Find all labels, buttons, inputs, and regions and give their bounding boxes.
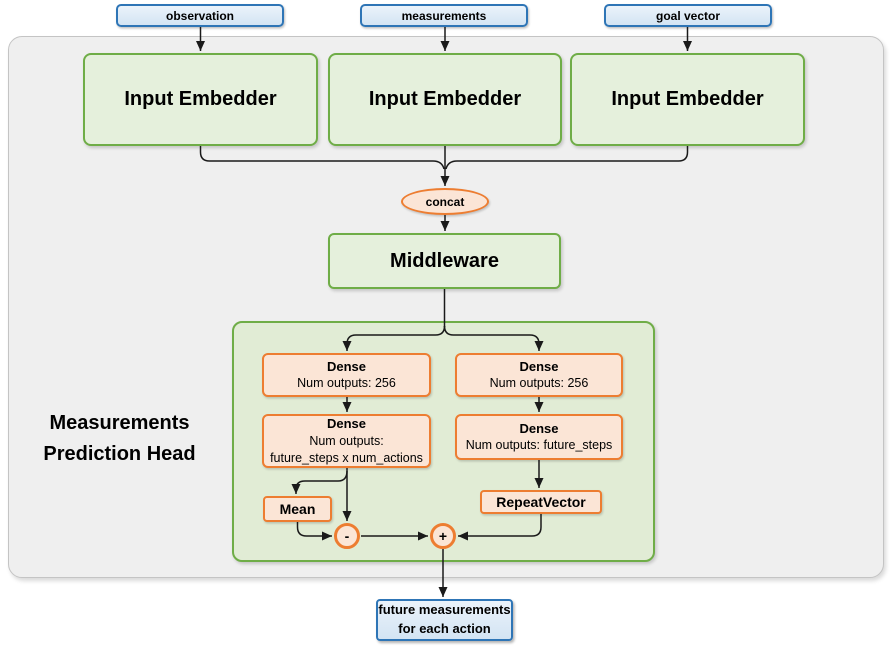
input-label-observation: observation xyxy=(165,8,234,23)
dense-left-2: Dense Num outputs: future_steps x num_ac… xyxy=(262,414,431,468)
dense-left-2-title: Dense xyxy=(326,416,367,432)
add-label: + xyxy=(438,528,448,544)
input-box-observation: observation xyxy=(116,4,284,27)
concat-label: concat xyxy=(425,194,465,209)
concat-node: concat xyxy=(401,188,489,215)
dense-right-2-title: Dense xyxy=(519,420,559,436)
dense-right-1: Dense Num outputs: 256 xyxy=(455,353,623,397)
middleware-box: Middleware xyxy=(328,233,561,289)
output-box: future measurements for each action xyxy=(376,599,513,641)
input-label-measurements: measurements xyxy=(401,8,487,23)
dense-right-1-title: Dense xyxy=(519,358,559,374)
input-label-goal-vector: goal vector xyxy=(655,8,721,23)
add-node: + xyxy=(430,523,456,549)
mean-label: Mean xyxy=(279,501,316,517)
dense-left-2-subtitle-line1: Num outputs: xyxy=(309,433,384,448)
dense-left-1: Dense Num outputs: 256 xyxy=(262,353,431,397)
input-embedder-3: Input Embedder xyxy=(570,53,805,146)
prediction-head-title: Measurements Prediction Head xyxy=(12,408,227,470)
subtract-label: - xyxy=(344,528,350,544)
mean-box: Mean xyxy=(263,496,332,522)
output-label-line2: for each action xyxy=(398,621,491,636)
prediction-head-title-line1: Measurements xyxy=(49,412,190,434)
input-embedder-1-label: Input Embedder xyxy=(124,88,277,110)
output-label-line1: future measurements xyxy=(378,602,511,618)
repeat-vector-label: RepeatVector xyxy=(496,494,586,510)
prediction-head-title-line2: Prediction Head xyxy=(43,443,196,465)
dense-left-1-title: Dense xyxy=(326,358,367,374)
input-embedder-2-label: Input Embedder xyxy=(368,88,522,110)
dense-left-2-subtitle-line2: future_steps x num_actions xyxy=(270,450,423,465)
dense-left-1-subtitle: Num outputs: 256 xyxy=(297,376,396,391)
input-box-goal-vector: goal vector xyxy=(604,4,772,27)
dense-right-2-subtitle: Num outputs: future_steps xyxy=(465,438,613,453)
input-embedder-3-label: Input Embedder xyxy=(611,88,764,110)
dense-right-2: Dense Num outputs: future_steps xyxy=(455,414,623,460)
input-embedder-1: Input Embedder xyxy=(83,53,318,146)
subtract-node: - xyxy=(334,523,360,549)
dense-right-1-subtitle: Num outputs: 256 xyxy=(489,376,589,391)
input-embedder-2: Input Embedder xyxy=(328,53,562,146)
input-box-measurements: measurements xyxy=(360,4,528,27)
repeat-vector-box: RepeatVector xyxy=(480,490,602,514)
middleware-label: Middleware xyxy=(390,249,499,272)
